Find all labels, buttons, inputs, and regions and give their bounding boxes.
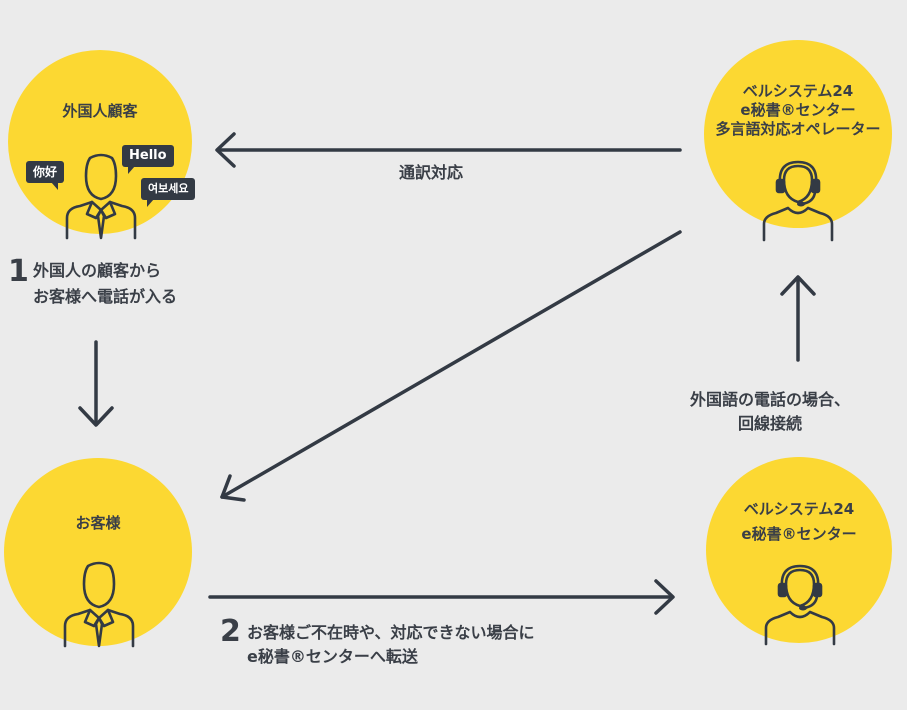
edge-label-interpretation: 通訳対応 xyxy=(399,163,464,182)
bubble-english-text: Hello xyxy=(129,148,167,163)
node-operator-line-3: 多言語対応オペレーター xyxy=(715,120,881,138)
step-2-line-2: e秘書®センターへ転送 xyxy=(247,647,418,666)
bubble-tail-icon xyxy=(128,166,135,174)
edge-label-foreign-language: 外国語の電話の場合、 回線接続 xyxy=(690,389,850,435)
bubble-chinese-text: 你好 xyxy=(33,165,58,179)
node-customer: お客様 xyxy=(4,458,192,646)
node-operator-title: ベルシステム24 e秘書®センター 多言語対応オペレーター xyxy=(704,82,892,139)
arrow-operator-to-customer xyxy=(220,230,682,502)
arrow-foreign-customer-to-customer xyxy=(78,340,114,427)
step-2-label: お客様ご不在時や、対応できない場合に e秘書®センターへ転送 xyxy=(247,622,535,668)
bubble-korean-text: 여보세요 xyxy=(148,182,189,195)
bubble-tail-icon xyxy=(51,182,59,190)
person-icon xyxy=(63,561,135,648)
node-foreign-customer: 外国人顧客 xyxy=(8,50,192,234)
speech-bubble-korean: 여보세요 xyxy=(141,178,196,207)
arrow-customer-to-esecretary xyxy=(208,579,675,615)
speech-bubble-english: Hello xyxy=(122,145,174,174)
node-foreign-customer-title: 外国人顧客 xyxy=(62,102,138,120)
operator-headset-icon xyxy=(762,160,834,242)
node-esecretary-line-2: e秘書®センター xyxy=(741,525,857,543)
node-operator-multilingual: ベルシステム24 e秘書®センター 多言語対応オペレーター xyxy=(704,40,892,228)
node-operator-line-1: ベルシステム24 xyxy=(742,82,854,100)
step-2-line-1: お客様ご不在時や、対応できない場合に xyxy=(247,623,535,642)
node-operator-line-2: e秘書®センター xyxy=(740,101,856,119)
node-esecretary-center: ベルシステム24 e秘書®センター xyxy=(706,457,892,643)
edge-label-foreign-line-1: 外国語の電話の場合、 xyxy=(690,390,851,409)
node-esecretary-title: ベルシステム24 e秘書®センター xyxy=(706,500,892,544)
step-1-number: 1 xyxy=(8,254,29,289)
person-icon xyxy=(65,153,137,240)
step-2-number: 2 xyxy=(220,614,241,649)
edge-label-foreign-line-2: 回線接続 xyxy=(738,414,803,433)
step-1-line-2: お客様へ電話が入る xyxy=(33,287,178,306)
arrow-esecretary-to-operator xyxy=(780,275,816,362)
step-1-label: 外国人の顧客から お客様へ電話が入る xyxy=(33,260,177,308)
node-customer-title: お客様 xyxy=(75,514,121,532)
speech-bubble-chinese: 你好 xyxy=(26,161,65,190)
operator-headset-icon xyxy=(764,564,836,646)
step-1-line-1: 外国人の顧客から xyxy=(33,261,162,280)
node-esecretary-line-1: ベルシステム24 xyxy=(743,500,855,518)
arrow-operator-to-foreign-customer xyxy=(215,132,682,168)
bubble-tail-icon xyxy=(147,199,154,207)
